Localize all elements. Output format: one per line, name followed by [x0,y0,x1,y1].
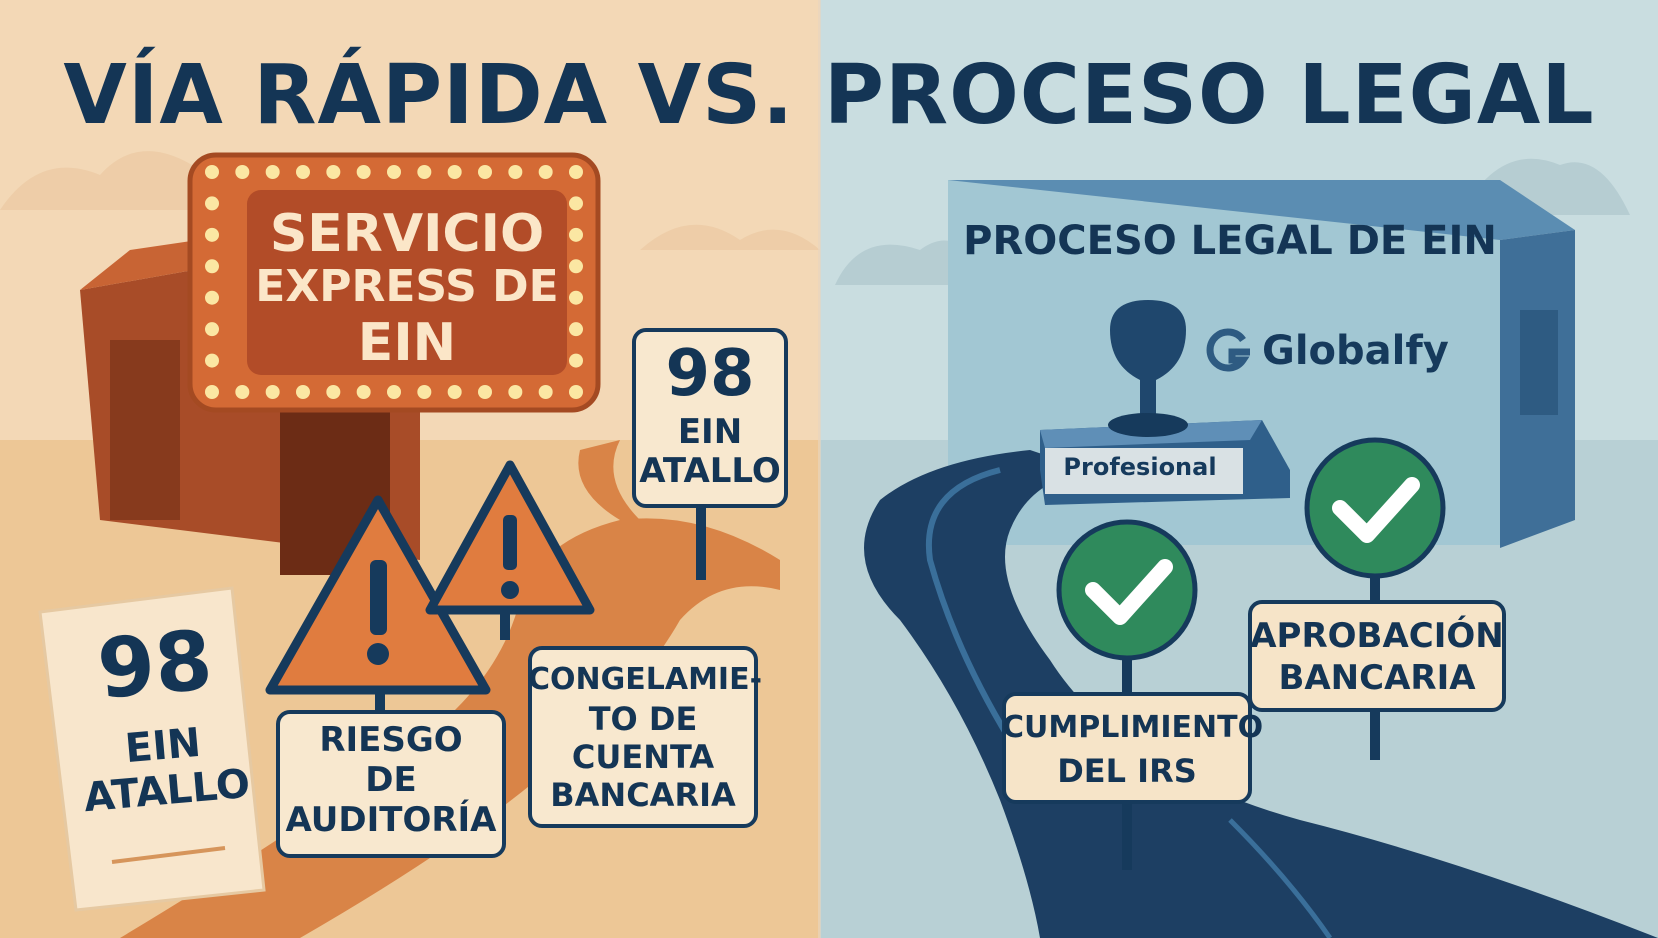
marquee-bulb [538,165,553,179]
brand-name: Globalfy [1262,328,1449,374]
marquee-bulb [265,385,280,399]
bank-approval-sign [1248,600,1506,712]
audit-line-3: AUDITORÍA [285,800,497,840]
marquee-bulb [508,385,523,399]
marquee-bulb [417,385,432,399]
marquee-line-1: SERVICIO [269,204,545,264]
cloud-left-1 [0,151,200,210]
road-line [1228,818,1333,938]
marquee-bulb [326,165,341,179]
warning-icon [265,495,491,695]
irs-line-1: CUMPLIMIENTO [1002,710,1264,745]
shortcut-sign-top [632,328,788,508]
checkmark-icon [1056,519,1198,661]
marquee-bulb [326,385,341,399]
marquee-bulb [569,322,583,337]
marquee-bulb [205,259,219,274]
marquee-bulb [478,385,492,399]
marquee-bulb [569,290,583,305]
shortcut-top-number: 98 [665,337,755,411]
shortcut-bottom-number: 98 [93,613,216,718]
page-title: VÍA RÁPIDA VS. PROCESO LEGAL [63,48,1595,143]
marquee-bulb [356,165,371,179]
paved-road [864,450,1658,938]
checkmark-icon [1304,437,1446,579]
audit-risk-sign [276,710,506,858]
marquee-line-3: EIN [357,313,457,373]
sign-post-top [696,500,706,580]
globalfy-logo-icon [1206,328,1250,372]
bank-freeze-line-2: TO DE [588,700,698,738]
center-divider [818,0,821,938]
marquee-bulb [569,385,583,399]
marquee-bulb [569,259,583,274]
audit-line-2: DE [365,760,417,800]
sign-post-warning2 [500,610,510,640]
irs-compliance-sign [1002,692,1252,804]
marquee-bulb [417,165,432,179]
marquee-bulb [205,353,219,368]
marquee-bulb [569,353,583,368]
marquee-bulb [356,385,371,399]
bank-approval-line-1: APROBACIÓN [1250,616,1504,656]
bank-approval-line-2: BANCARIA [1278,658,1476,698]
bank-freeze-line-1: CONGELAMIE- [528,662,763,697]
marquee-bulb [205,227,219,242]
marquee-bulb [508,165,523,179]
bank-freeze-line-3: CUENTA [571,738,715,776]
marquee-sign [187,152,601,413]
audit-line-1: RIESGO [319,720,463,760]
marquee-bulb [205,290,219,305]
marquee-bulb [387,165,401,179]
sign-post-warning1 [375,690,385,710]
stamp-label: Profesional [1063,453,1217,481]
cloud-left-2 [640,224,820,250]
shortcut-sign-paper [38,586,266,912]
marquee-bulb [447,385,462,399]
marquee-line-2: EXPRESS DE [255,261,559,312]
marquee-bulb [296,385,310,399]
warning-icon [425,460,595,615]
marquee-bulb [447,165,462,179]
marquee-bulb [205,385,219,399]
road-highlight [925,467,1013,742]
shortcut-top-line2: ATALLO [639,451,781,491]
marquee-bulb [205,196,219,211]
stamp-icon [1040,300,1290,505]
bank-freeze-line-4: BANCARIA [550,776,736,814]
marquee-bulb [265,165,280,179]
irs-line-2: DEL IRS [1057,752,1197,790]
marquee-bulb [387,385,401,399]
marquee-bulb [235,165,250,179]
marquee-bulb [538,385,553,399]
marquee-bulb [296,165,310,179]
marquee-bulb [235,385,250,399]
marquee-bulb [569,165,583,179]
shortcut-top-line1: EIN [677,412,743,452]
marquee-bulb [205,322,219,337]
marquee-bulb [569,227,583,242]
bank-freeze-sign [528,646,758,828]
marquee-bulb [478,165,492,179]
marquee-bulb [569,196,583,211]
building-label: PROCESO LEGAL DE EIN [963,218,1497,264]
marquee-bulb [205,165,219,179]
